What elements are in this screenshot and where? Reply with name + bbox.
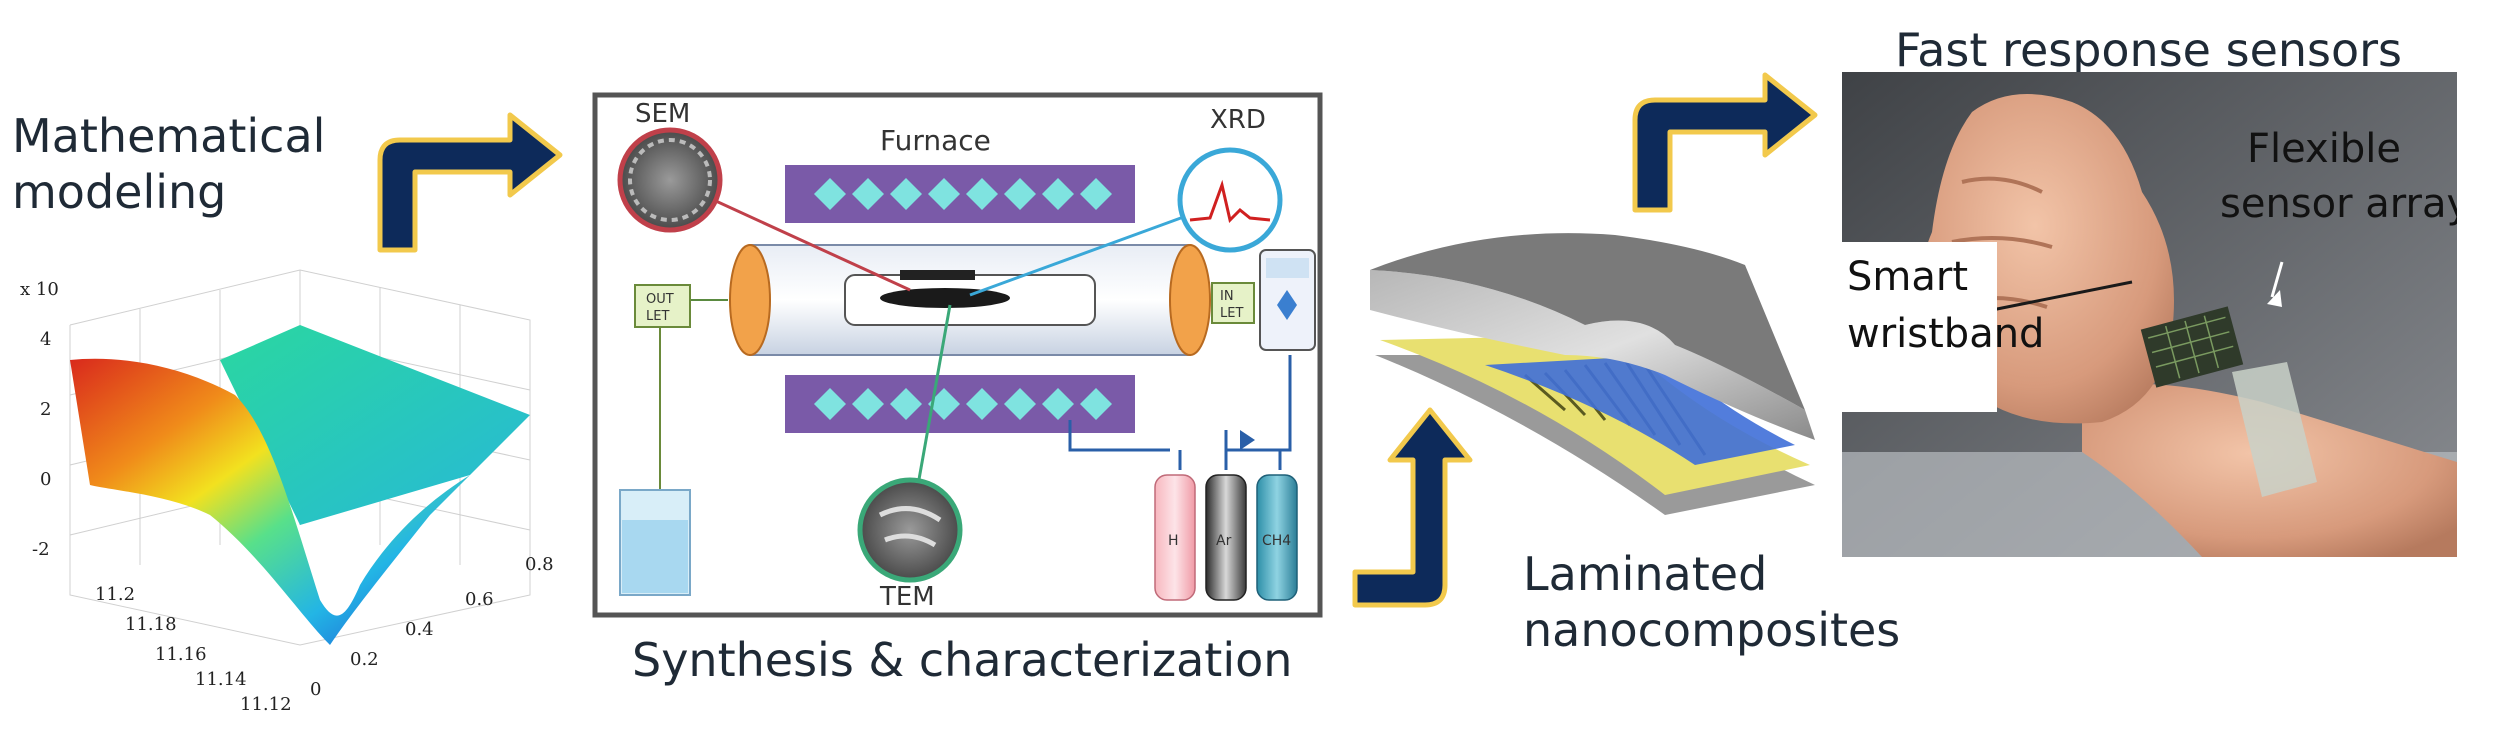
x-tick: 11.16 xyxy=(155,644,207,665)
sample-label-tag xyxy=(900,270,975,280)
arrow-up xyxy=(1352,407,1473,608)
y-tick: 0 xyxy=(310,679,321,700)
tube-end-right xyxy=(1169,244,1211,356)
arrow-right-1 xyxy=(377,112,563,253)
label-fast-response-sensors: Fast response sensors xyxy=(1895,23,2403,77)
bubbler-liquid xyxy=(622,520,688,593)
gas-line-manifold xyxy=(1224,355,1292,452)
label-mathematical-modeling: Mathematical modeling xyxy=(12,108,372,220)
label-math-line2: modeling xyxy=(12,165,227,219)
sensor-photo: Flexible sensor array Smart wristband xyxy=(1842,72,2457,557)
y-tick: 0.6 xyxy=(465,589,494,610)
sheet-top-layer xyxy=(1370,270,1815,440)
tem-label: TEM xyxy=(879,582,935,612)
controller-display xyxy=(1266,258,1309,278)
y-tick: 0.2 xyxy=(350,649,379,670)
label-laminated-line1: Laminated xyxy=(1523,547,1768,601)
label-math-line1: Mathematical xyxy=(12,109,326,163)
xrd-image xyxy=(1177,147,1283,253)
x-tick: 11.18 xyxy=(125,614,177,635)
z-tick: 4 xyxy=(40,329,51,350)
sem-label: SEM xyxy=(635,99,690,129)
outlet-label-2: LET xyxy=(646,309,669,324)
tem-texture xyxy=(878,506,942,548)
sample xyxy=(880,288,1010,308)
sensor-grid xyxy=(2147,315,2234,379)
y-tick: 0.4 xyxy=(405,619,434,640)
z-tick: -2 xyxy=(32,539,50,560)
wristband xyxy=(2232,362,2317,497)
gas-cylinder-ar xyxy=(1205,474,1247,601)
z-tick: 2 xyxy=(40,399,51,420)
x-tick: 11.14 xyxy=(195,669,247,690)
surface-plot: x 10 4 2 0 -2 11.2 11.18 11.16 11.14 11.… xyxy=(20,269,554,715)
laminated-sheet xyxy=(1370,233,1815,515)
plot-scale-label: x 10 xyxy=(20,279,59,300)
surface-main xyxy=(70,358,470,645)
surface-plateau xyxy=(220,325,530,525)
gas-line-drops xyxy=(1178,450,1282,470)
inlet-box xyxy=(1211,282,1255,324)
sheet-top-surface xyxy=(1370,233,1805,410)
label-synthesis: Synthesis & characterization xyxy=(632,633,1293,687)
y-tick: 0.8 xyxy=(525,554,554,575)
wristband-pointer xyxy=(1991,280,2133,312)
gas-label-ch4: CH4 xyxy=(1262,533,1291,549)
gas-label-ar: Ar xyxy=(1216,533,1232,549)
outlet-box xyxy=(634,284,691,328)
inlet-label-2: LET xyxy=(1220,306,1243,321)
wristband-label-line1: Smart xyxy=(1847,254,1968,300)
sem-image xyxy=(617,127,723,233)
inlet-label-1: IN xyxy=(1220,289,1234,304)
outlet-label-1: OUT xyxy=(646,292,674,307)
sheet-blue-layer xyxy=(1485,355,1795,465)
z-tick: 0 xyxy=(40,469,51,490)
gas-cylinder-h xyxy=(1154,474,1196,601)
flexible-pointer xyxy=(2270,261,2284,298)
synthesis-setup: Furnace OUT LET IN LET H Ar CH4 SEM XRD … xyxy=(592,92,1323,618)
tube-end-left xyxy=(729,244,771,356)
furnace-label: Furnace xyxy=(880,124,991,157)
furnace-diamonds-bottom xyxy=(814,388,1112,420)
gas-line-h xyxy=(1068,420,1170,452)
flexible-label-line2: sensor array xyxy=(2220,181,2457,227)
label-laminated-nanocomposites: Laminated nanocomposites xyxy=(1523,546,1900,658)
wristband-label-line2: wristband xyxy=(1847,311,2044,357)
sensor-photo-art: Flexible sensor array Smart wristband xyxy=(1842,72,2457,557)
flexible-label-line1: Flexible xyxy=(2247,126,2401,172)
label-laminated-line2: nanocomposites xyxy=(1523,603,1901,657)
wristband-label-box xyxy=(1842,242,1997,412)
tem-image xyxy=(857,477,963,583)
xrd-curve xyxy=(1189,179,1271,223)
sem-texture xyxy=(628,138,712,222)
x-tick: 11.2 xyxy=(95,584,135,605)
valve-icon xyxy=(1240,430,1255,450)
gas-cylinder-ch4 xyxy=(1256,474,1298,601)
gas-label-h: H xyxy=(1168,533,1179,549)
xrd-label: XRD xyxy=(1210,105,1266,135)
controller-dpad xyxy=(1277,290,1297,320)
flexible-pointer-head xyxy=(2267,290,2282,307)
arrow-right-2 xyxy=(1632,72,1818,213)
furnace-diamonds-top xyxy=(814,178,1112,210)
x-tick: 11.12 xyxy=(240,694,292,715)
